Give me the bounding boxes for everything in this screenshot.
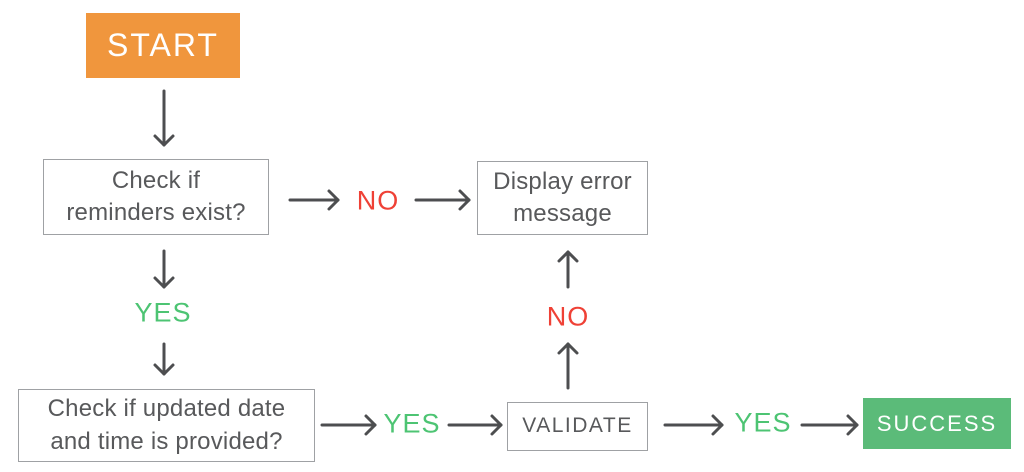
node-check-reminders-exist: Check if reminders exist?: [43, 159, 269, 235]
edge-label-no-validate: NO: [546, 301, 590, 332]
edge-label-yes-reminders: YES: [134, 297, 192, 328]
edge-label-yes-datetime: YES: [383, 408, 441, 439]
node-check-updated-date-time: Check if updated date and time is provid…: [18, 389, 315, 462]
node-success: SUCCESS: [863, 398, 1011, 449]
node-display-error-message: Display error message: [477, 161, 648, 235]
edge-label-yes-validate: YES: [734, 407, 792, 438]
node-start: START: [86, 13, 240, 78]
node-validate: VALIDATE: [507, 402, 648, 451]
edge-label-no-reminders: NO: [356, 185, 400, 216]
